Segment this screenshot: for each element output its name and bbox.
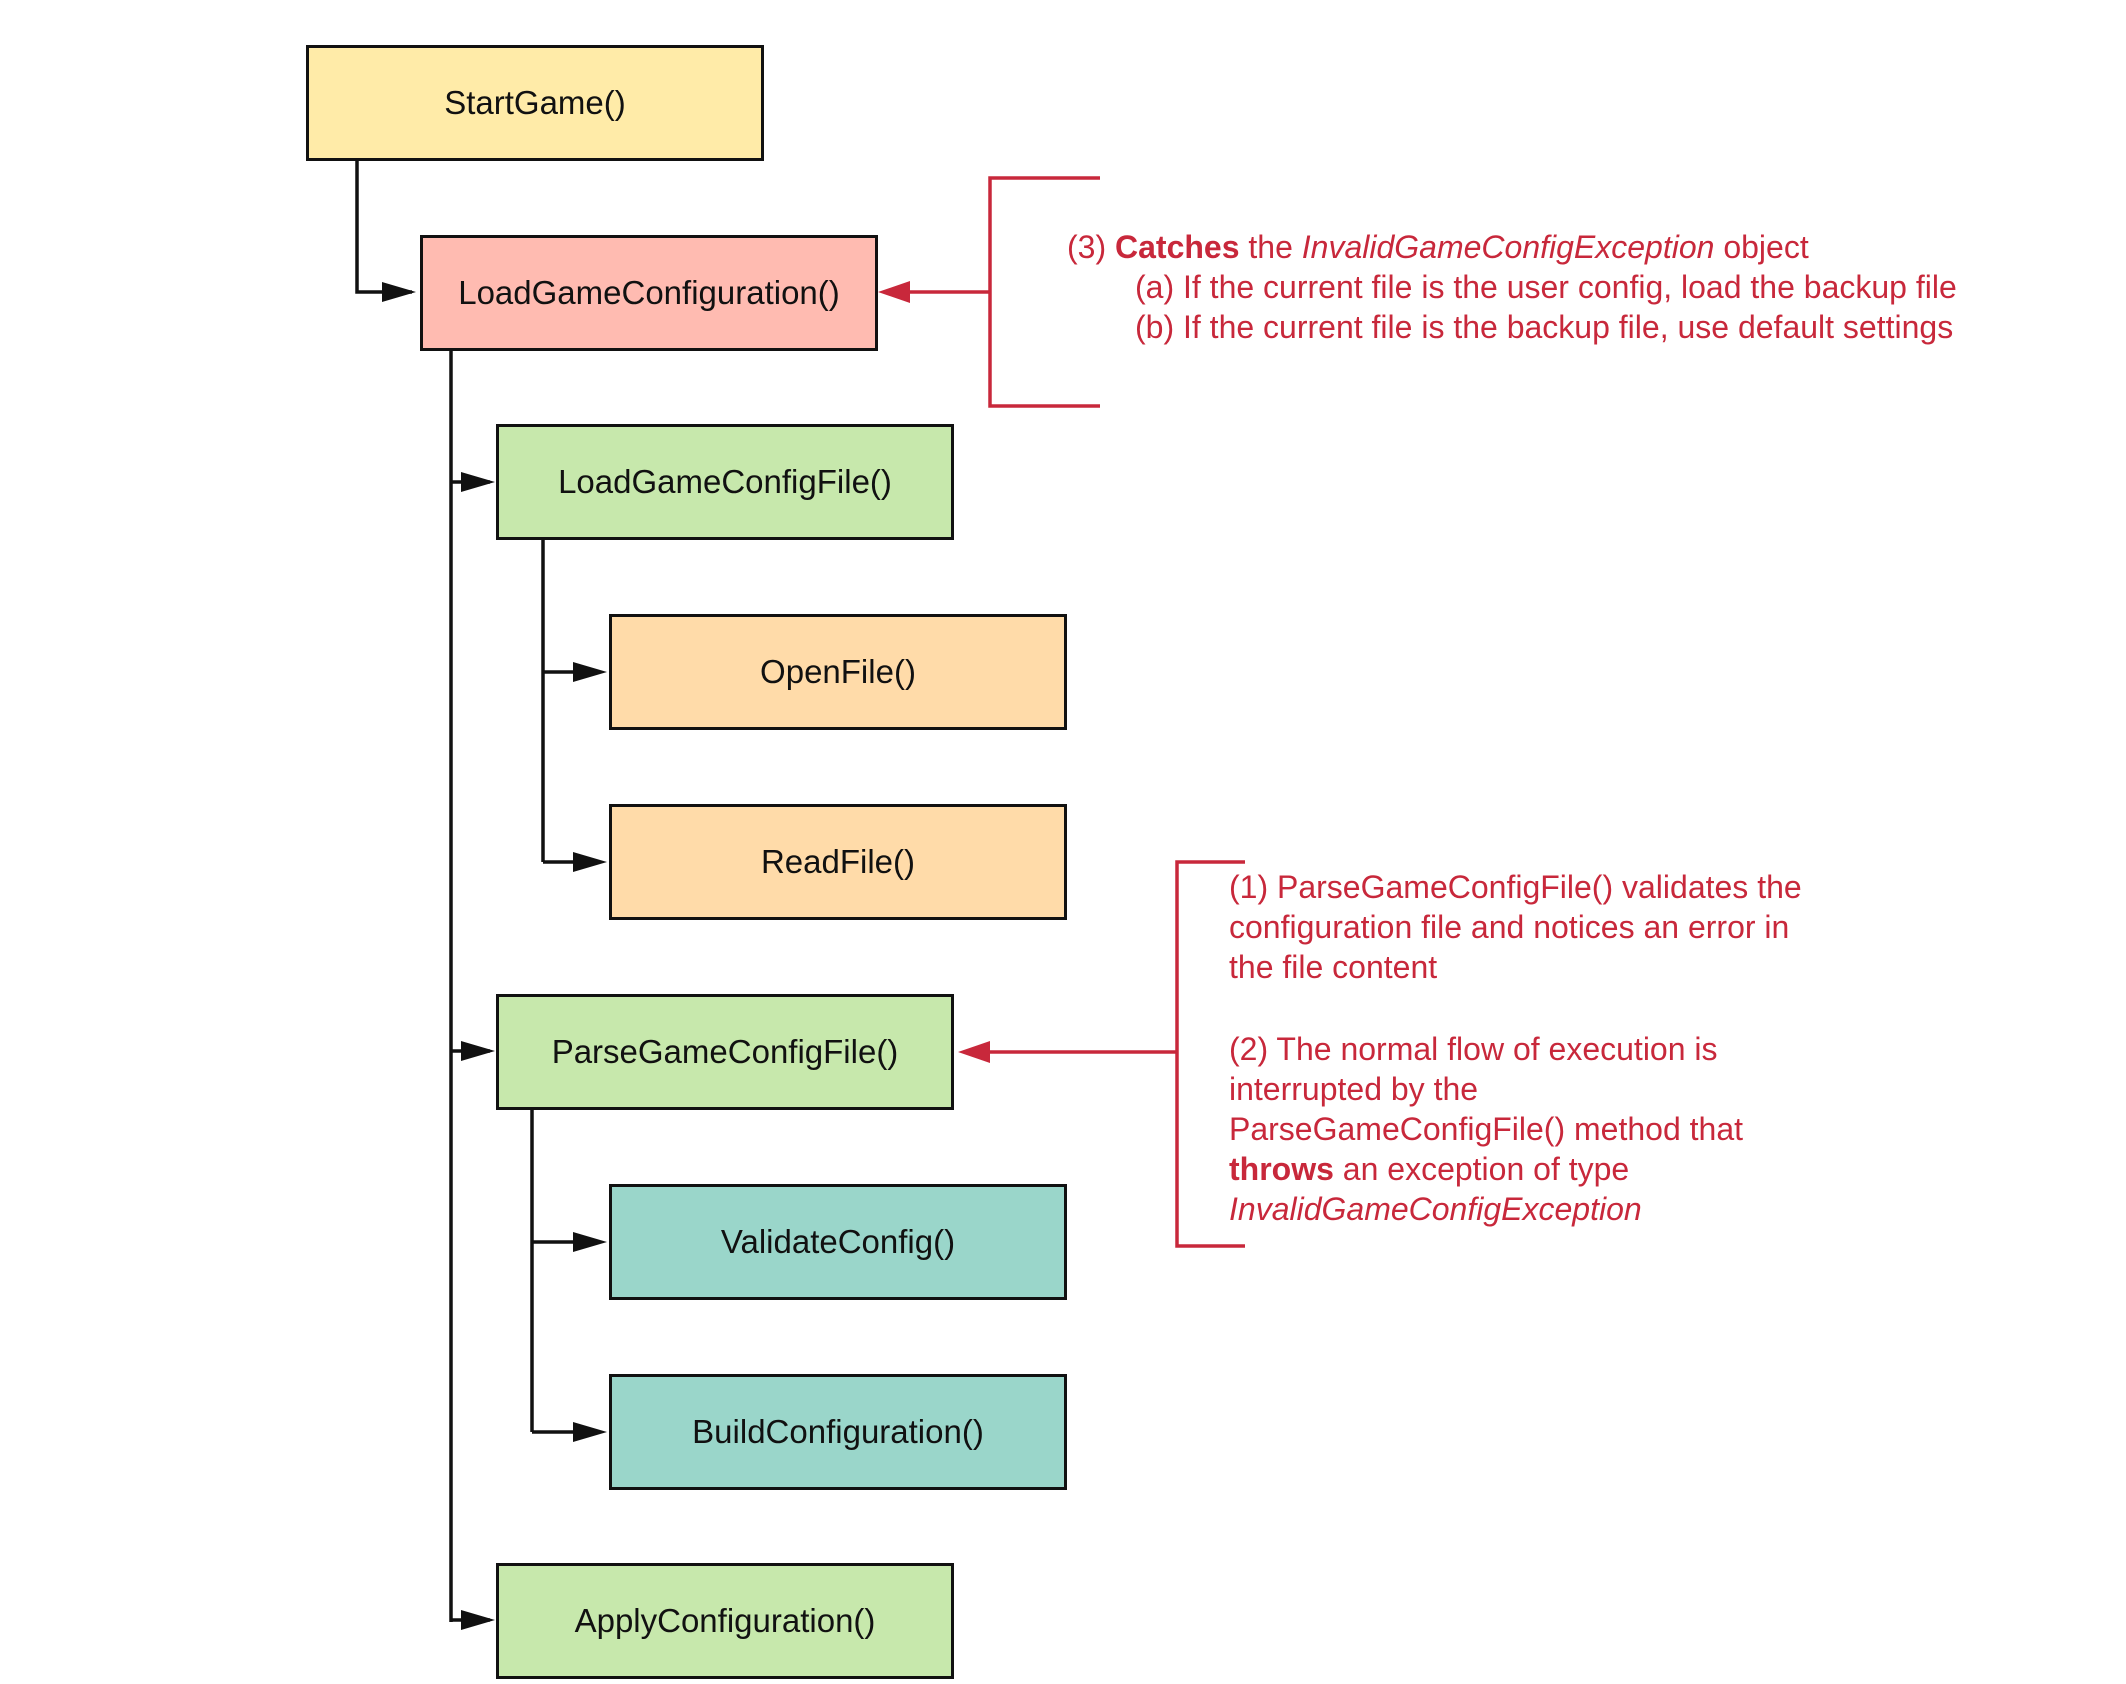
node-load-game-configuration-label: LoadGameConfiguration()	[458, 274, 840, 311]
catch-option-b: (b) If the current file is the backup fi…	[1135, 309, 1954, 345]
throw-line-3: ParseGameConfigFile() method that	[1229, 1111, 1743, 1147]
node-apply-configuration: ApplyConfiguration()	[496, 1563, 954, 1679]
catch-annotation: (3) Catches the InvalidGameConfigExcepti…	[1067, 227, 1957, 347]
throw-line-2: interrupted by the	[1229, 1071, 1479, 1107]
node-build-configuration: BuildConfiguration()	[609, 1374, 1067, 1490]
node-read-file-label: ReadFile()	[760, 843, 916, 880]
edge-startgame-to-loadgameconfiguration	[355, 160, 412, 294]
node-validate-config-label: ValidateConfig()	[720, 1223, 956, 1260]
node-load-game-config-file-label: LoadGameConfigFile()	[558, 463, 892, 500]
arrowhead-applyconfiguration	[461, 1610, 495, 1630]
throw-line-5: InvalidGameConfigException	[1229, 1189, 1743, 1229]
validate-annotation: (1) ParseGameConfigFile() validates the …	[1229, 867, 1802, 987]
node-apply-configuration-label: ApplyConfiguration()	[574, 1602, 876, 1639]
throw-exception-type: InvalidGameConfigException	[1229, 1191, 1642, 1227]
node-load-game-configuration: LoadGameConfiguration()	[420, 235, 878, 351]
catch-tail: object	[1723, 229, 1809, 265]
arrowhead-validateconfig	[573, 1232, 607, 1252]
catch-annotation-heading: (3) Catches the InvalidGameConfigExcepti…	[1067, 227, 1957, 267]
arrowhead-openfile	[573, 662, 607, 682]
node-open-file-label: OpenFile()	[760, 653, 916, 690]
arrowhead-readfile	[573, 852, 607, 872]
node-open-file: OpenFile()	[609, 614, 1067, 730]
throw-annotation: (2) The normal flow of execution is inte…	[1229, 1029, 1743, 1229]
throw-arrowhead	[958, 1041, 990, 1063]
arrowhead-loadgameconfiguration	[382, 282, 416, 302]
arrowhead-parsegameconfigfile	[461, 1041, 495, 1061]
node-validate-config: ValidateConfig()	[609, 1184, 1067, 1300]
throw-bracket	[1175, 860, 1245, 1248]
catch-mid: the	[1248, 229, 1293, 265]
throw-line-4-tail: an exception of type	[1342, 1151, 1630, 1187]
catch-option-a: (a) If the current file is the user conf…	[1135, 269, 1957, 305]
node-start-game-label: StartGame()	[444, 84, 626, 121]
node-start-game: StartGame()	[306, 45, 764, 161]
catch-verb: Catches	[1115, 229, 1240, 265]
node-parse-game-config-file: ParseGameConfigFile()	[496, 994, 954, 1110]
validate-line-2: configuration file and notices an error …	[1229, 909, 1790, 945]
arrowhead-buildconfiguration	[573, 1422, 607, 1442]
catch-arrowhead	[878, 281, 910, 303]
node-load-game-config-file: LoadGameConfigFile()	[496, 424, 954, 540]
throw-line-4: throws an exception of type	[1229, 1149, 1743, 1189]
validate-line-3: the file content	[1229, 949, 1438, 985]
node-read-file: ReadFile()	[609, 804, 1067, 920]
validate-line-1: (1) ParseGameConfigFile() validates the	[1229, 869, 1802, 905]
catch-step: (3)	[1067, 229, 1107, 265]
arrowhead-loadgameconfigfile	[461, 472, 495, 492]
throw-line-1: (2) The normal flow of execution is	[1229, 1031, 1718, 1067]
catch-exception-type: InvalidGameConfigException	[1301, 229, 1715, 265]
node-build-configuration-label: BuildConfiguration()	[692, 1413, 984, 1450]
throw-verb: throws	[1229, 1151, 1334, 1187]
node-parse-game-config-file-label: ParseGameConfigFile()	[551, 1033, 899, 1070]
